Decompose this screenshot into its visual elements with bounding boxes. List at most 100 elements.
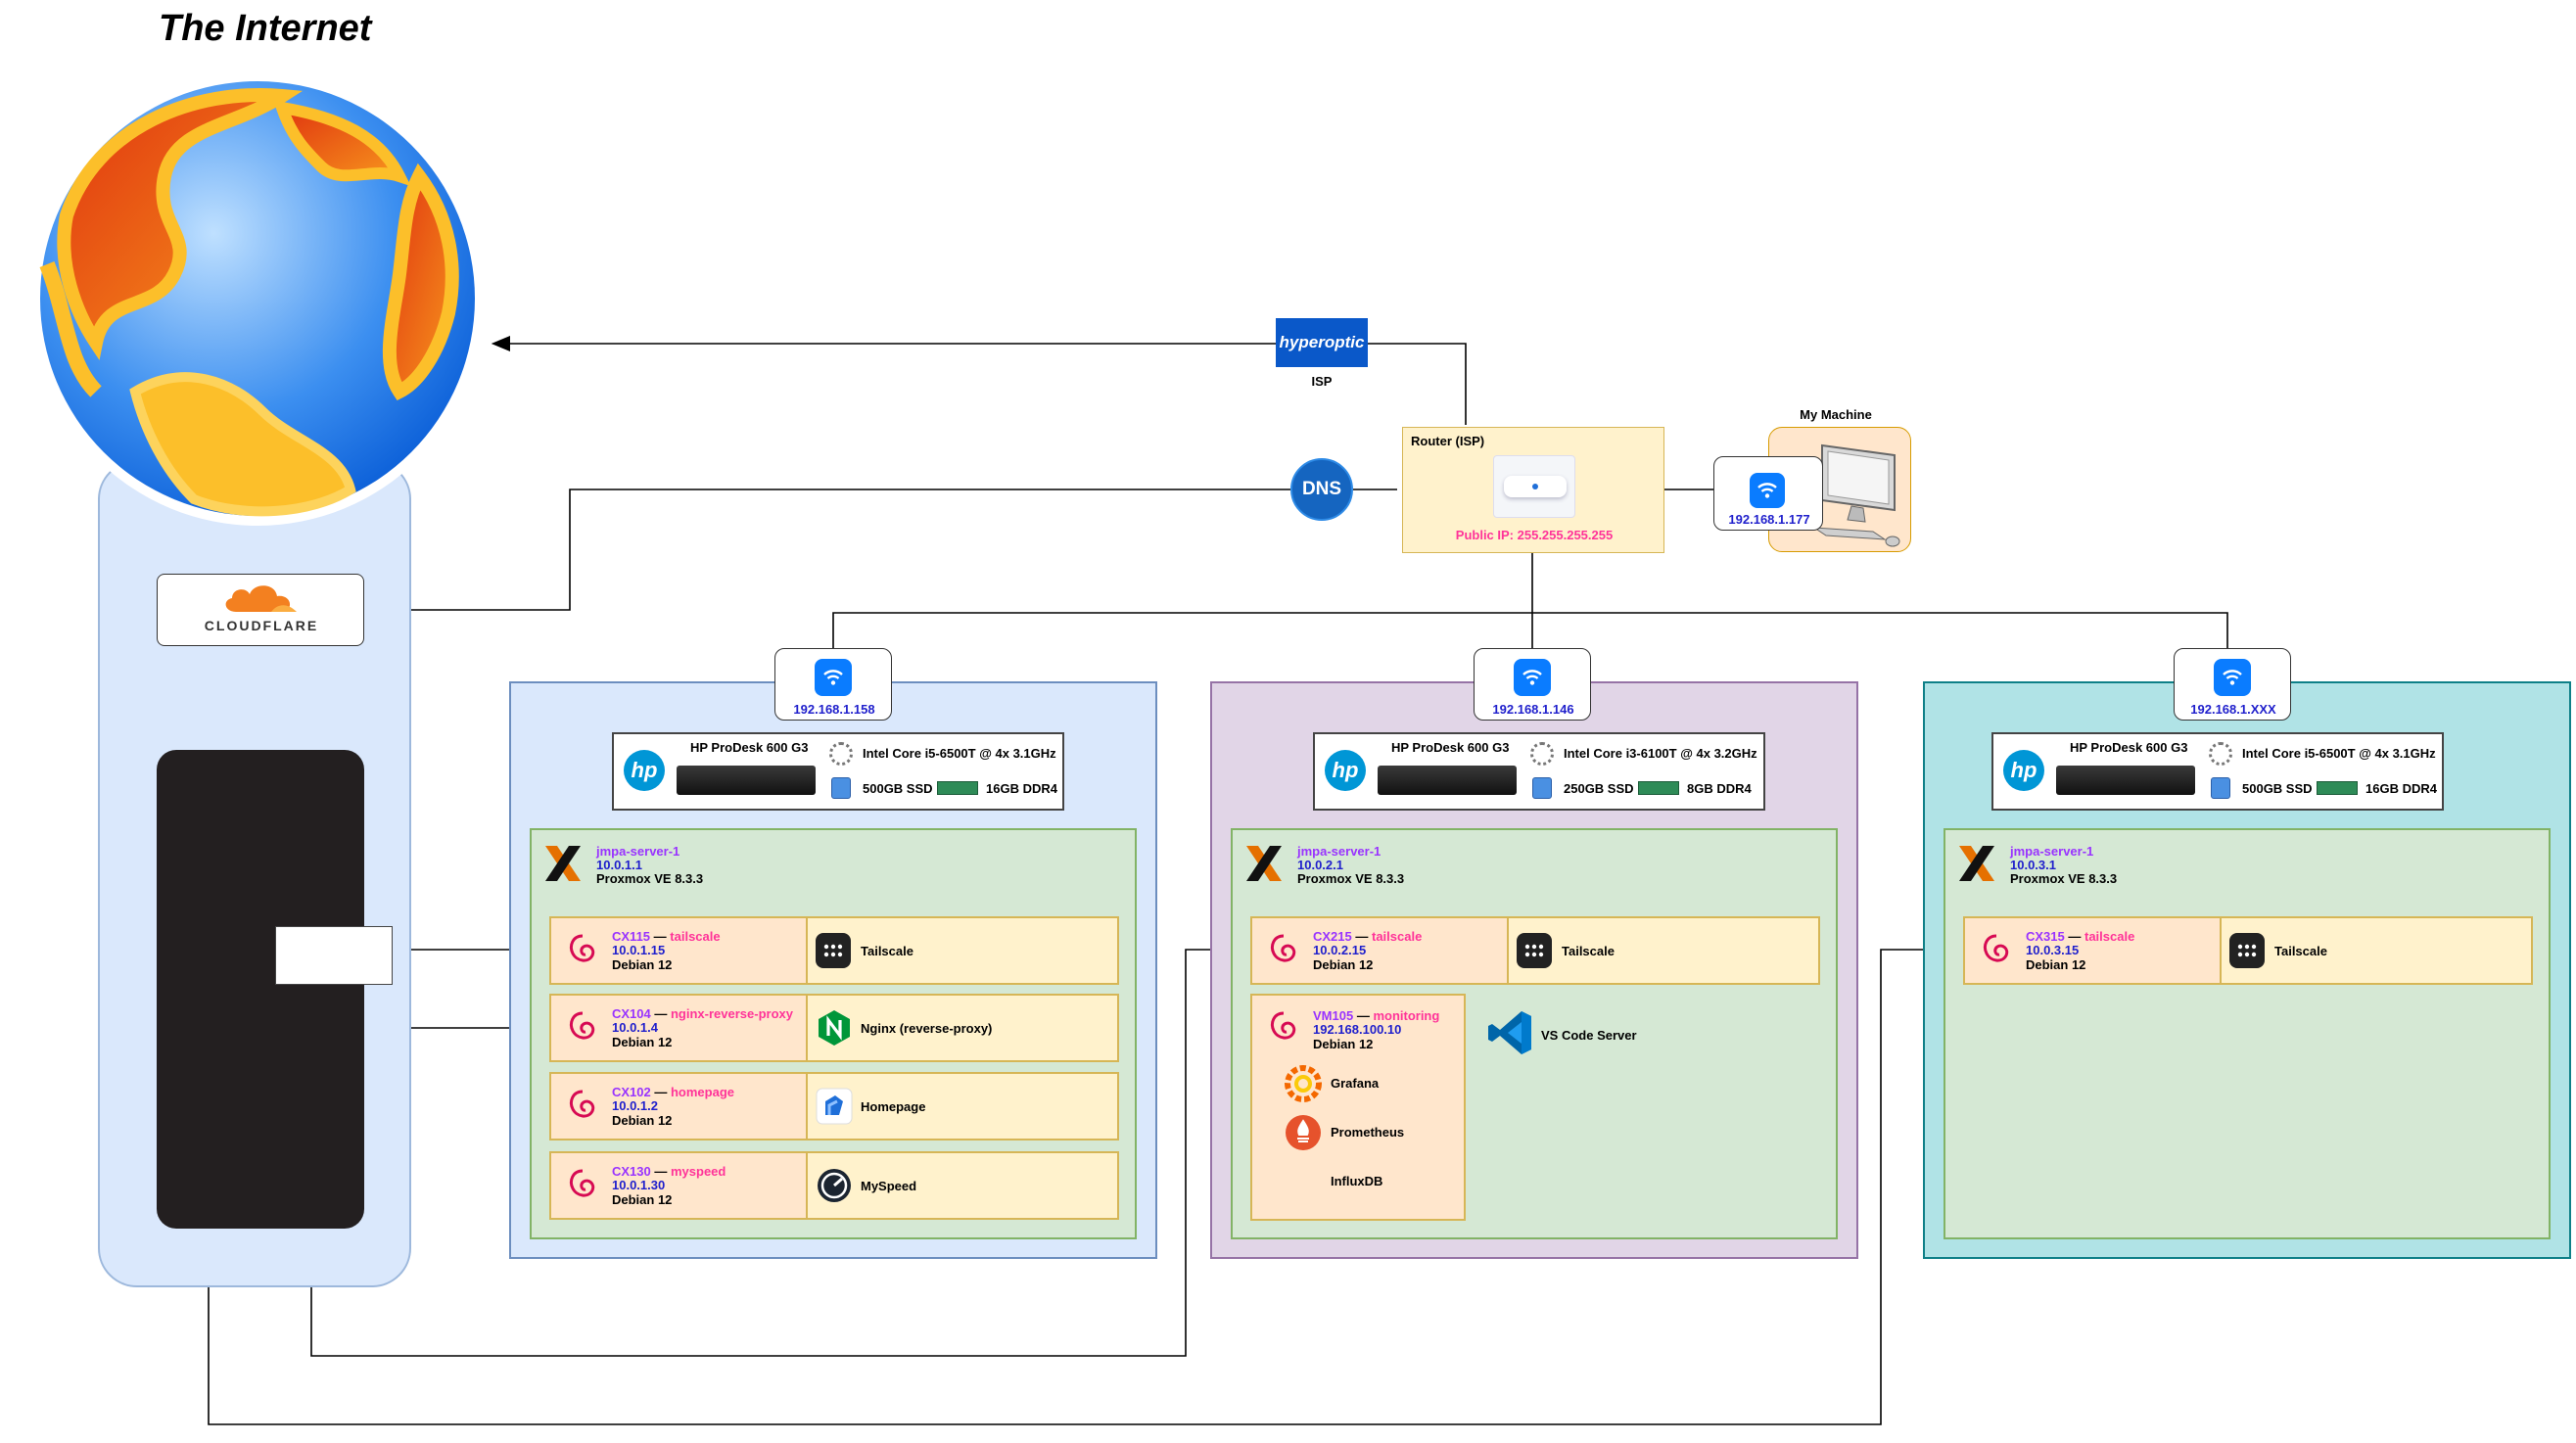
cloudflare-label: CLOUDFLARE: [204, 618, 319, 633]
app-name: Tailscale: [861, 944, 913, 958]
host2-model: HP ProDesk 600 G3: [1391, 740, 1510, 755]
hp-logo-icon: hp: [1325, 750, 1366, 791]
host2-ram: 8GB DDR4: [1687, 781, 1752, 796]
debian-icon: [569, 934, 595, 962]
host1-pve-ip: 10.0.1.1: [596, 858, 642, 872]
myspeed-icon: [818, 1169, 851, 1202]
my-machine-title: My Machine: [1800, 407, 1872, 422]
cpu-icon: [2209, 742, 2232, 766]
host2-pve-version: Proxmox VE 8.3.3: [1297, 871, 1405, 886]
debian-icon: [569, 1090, 595, 1118]
host2-pve-name: jmpa-server-1: [1297, 844, 1382, 859]
container-name: tailscale: [2084, 929, 2135, 944]
homepage-icon: [816, 1088, 853, 1125]
host1-wifi-node: 192.168.1.158: [774, 648, 892, 721]
host3-hardware: hp HP ProDesk 600 G3 Intel Core i5-6500T…: [1991, 732, 2444, 811]
device-port-box: [275, 926, 393, 985]
tailscale-icon: [816, 933, 851, 968]
ssd-icon: [2211, 777, 2230, 799]
debian-icon: [1983, 934, 2009, 962]
vm-app-grafana: Grafana: [1331, 1076, 1380, 1091]
app-name: Tailscale: [1562, 944, 1615, 958]
container-id: CX130: [612, 1164, 651, 1179]
separator: —: [1353, 1008, 1374, 1023]
container-os: Debian 12: [2026, 957, 2086, 972]
container-ip: 10.0.2.15: [1313, 943, 1367, 957]
mini-pc-icon: [677, 766, 816, 795]
my-machine-wifi-node: 192.168.1.177: [1713, 456, 1823, 531]
host2-pve-ip: 10.0.2.1: [1297, 858, 1343, 872]
container-os: Debian 12: [1313, 957, 1374, 972]
wifi-icon: [2214, 659, 2251, 696]
container-os: Debian 12: [612, 957, 673, 972]
container-id: CX315: [2026, 929, 2065, 944]
debian-icon: [569, 1169, 595, 1197]
nginx-icon: [819, 1010, 850, 1046]
prometheus-icon: [1286, 1115, 1321, 1150]
container-ip: 10.0.3.15: [2026, 943, 2080, 957]
container-os: Debian 12: [612, 1192, 673, 1207]
container-row: CX102 — homepage 10.0.1.2 Debian 12 Home…: [549, 1072, 1119, 1140]
vm-ip: 192.168.100.10: [1313, 1022, 1402, 1037]
router-node: Router (ISP) Public IP: 255.255.255.255: [1402, 427, 1664, 553]
host3-pve-version: Proxmox VE 8.3.3: [2010, 871, 2118, 886]
host1-model: HP ProDesk 600 G3: [690, 740, 809, 755]
mini-pc-icon: [2056, 766, 2195, 795]
tailscale-icon: [2229, 933, 2265, 968]
app-name: Tailscale: [2274, 944, 2327, 958]
host2-storage: 250GB SSD: [1564, 781, 1634, 796]
host3-proxmox: jmpa-server-1 10.0.3.1 Proxmox VE 8.3.3: [1944, 828, 2551, 1239]
host2-wifi-node: 192.168.1.146: [1474, 648, 1591, 721]
host2-hardware: hp HP ProDesk 600 G3 Intel Core i3-6100T…: [1313, 732, 1765, 811]
container-id: CX104: [612, 1006, 651, 1021]
proxmox-icon: [1959, 846, 1994, 881]
debian-icon: [1270, 934, 1296, 962]
isp-brand: hyperoptic: [1279, 333, 1365, 351]
separator: —: [650, 1164, 671, 1179]
ssd-icon: [1532, 777, 1552, 799]
vm-name: monitoring: [1373, 1008, 1440, 1023]
container-row: CX104 — nginx-reverse-proxy 10.0.1.4 Deb…: [549, 994, 1119, 1062]
grafana-icon: [1285, 1065, 1322, 1102]
ram-icon: [1638, 781, 1679, 795]
host3-wifi-ip: 192.168.1.XXX: [2190, 702, 2276, 717]
container-id: CX115: [612, 929, 651, 944]
container-id: CX215: [1313, 929, 1352, 944]
separator: —: [1351, 929, 1372, 944]
host1-pve-name: jmpa-server-1: [596, 844, 680, 859]
wifi-icon: [1750, 473, 1785, 508]
wifi-icon: [1514, 659, 1551, 696]
container-name: nginx-reverse-proxy: [670, 1006, 793, 1021]
cpu-icon: [1530, 742, 1554, 766]
wifi-icon: [815, 659, 852, 696]
separator: —: [650, 929, 671, 944]
hp-logo-icon: hp: [624, 750, 665, 791]
proxmox-icon: [1246, 846, 1282, 881]
isp-logo: hyperoptic: [1276, 318, 1368, 367]
host1-hardware: hp HP ProDesk 600 G3 Intel Core i5-6500T…: [612, 732, 1064, 811]
container-ip: 10.0.1.30: [612, 1178, 666, 1192]
container-ip: 10.0.1.2: [612, 1098, 658, 1113]
vscode-label: VS Code Server: [1541, 1028, 1637, 1043]
host2-cpu: Intel Core i3-6100T @ 4x 3.2GHz: [1564, 746, 1757, 761]
container-row: CX215 — tailscale 10.0.2.15 Debian 12 Ta…: [1250, 916, 1820, 985]
host2-wifi-ip: 192.168.1.146: [1492, 702, 1574, 717]
globe-icon: [30, 71, 485, 526]
container-name: tailscale: [670, 929, 721, 944]
separator: —: [650, 1006, 671, 1021]
container-ip: 10.0.1.15: [612, 943, 666, 957]
proxmox-icon: [545, 846, 581, 881]
host3-cpu: Intel Core i5-6500T @ 4x 3.1GHz: [2242, 746, 2436, 761]
separator: —: [650, 1085, 671, 1099]
container-os: Debian 12: [612, 1035, 673, 1049]
debian-icon: [1270, 1011, 1296, 1040]
dns-label: DNS: [1301, 479, 1342, 499]
router-public-ip: Public IP: 255.255.255.255: [1455, 528, 1614, 542]
app-name: MySpeed: [861, 1179, 917, 1193]
vm-app-prometheus: Prometheus: [1331, 1125, 1405, 1140]
container-row: CX315 — tailscale 10.0.3.15 Debian 12 Ta…: [1963, 916, 2533, 985]
host3-pve-ip: 10.0.3.1: [2010, 858, 2056, 872]
app-name: Homepage: [861, 1099, 926, 1114]
host1-pve-version: Proxmox VE 8.3.3: [596, 871, 704, 886]
